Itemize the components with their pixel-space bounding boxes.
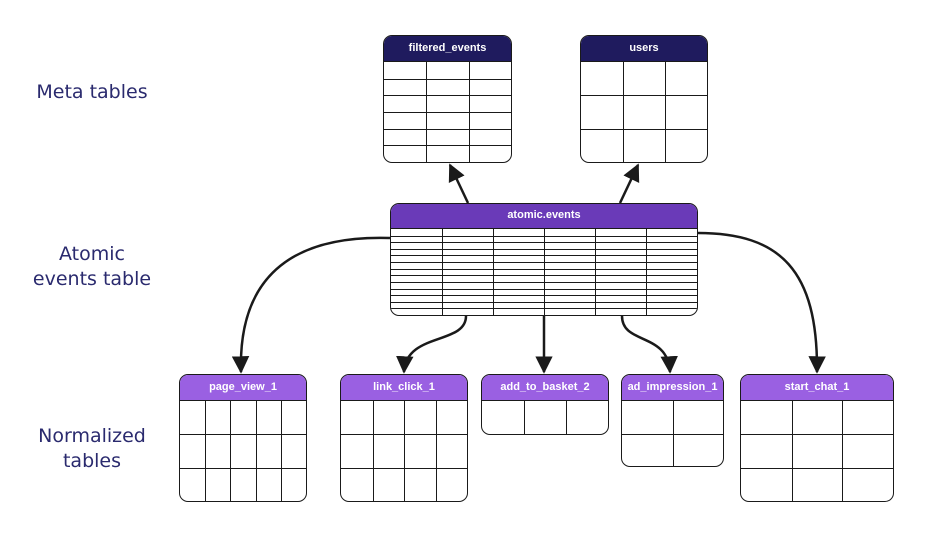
table-start-chat-1-header: start_chat_1 (741, 375, 893, 401)
normalized-tables-label: Normalized tables (7, 424, 177, 474)
arrow-to-filtered-events (448, 163, 470, 204)
table-users-grid (581, 62, 707, 162)
table-link-click-1-header: link_click_1 (341, 375, 467, 401)
meta-tables-label-text: Meta tables (36, 81, 148, 103)
table-link-click-1: link_click_1 (340, 374, 468, 502)
meta-tables-label: Meta tables (7, 80, 177, 105)
table-page-view-1-grid (180, 401, 306, 501)
arrow-to-start-chat-1 (697, 231, 826, 374)
normalized-label-line-2: tables (62, 450, 122, 472)
table-filtered-events-header: filtered_events (384, 36, 511, 62)
arrow-to-link-click-1 (396, 315, 468, 374)
normalized-label-line-1: Normalized (38, 425, 146, 447)
table-filtered-events: filtered_events (383, 35, 512, 163)
table-add-to-basket-2-header: add_to_basket_2 (482, 375, 608, 401)
table-ad-impression-1: ad_impression_1 (621, 374, 724, 467)
table-add-to-basket-2: add_to_basket_2 (481, 374, 609, 435)
arrow-to-ad-impression-1 (620, 315, 678, 374)
table-users-header: users (581, 36, 707, 62)
atomic-label-line-2: events table (32, 268, 152, 290)
table-ad-impression-1-grid (622, 401, 723, 466)
table-start-chat-1: start_chat_1 (740, 374, 894, 502)
arrow-to-page-view-1 (231, 236, 391, 374)
table-atomic-events-header: atomic.events (391, 204, 697, 229)
table-page-view-1-header: page_view_1 (180, 375, 306, 401)
table-start-chat-1-grid (741, 401, 893, 501)
atomic-label-line-1: Atomic (59, 243, 125, 265)
table-users: users (580, 35, 708, 163)
table-add-to-basket-2-grid (524, 401, 567, 434)
table-atomic-events-grid (391, 229, 697, 315)
table-atomic-events: atomic.events (390, 203, 698, 316)
atomic-events-table-label: Atomic events table (7, 242, 177, 292)
table-page-view-1: page_view_1 (179, 374, 307, 502)
table-link-click-1-grid (341, 401, 467, 501)
table-ad-impression-1-header: ad_impression_1 (622, 375, 723, 401)
table-filtered-events-grid (384, 62, 511, 162)
arrow-to-users (618, 163, 640, 204)
